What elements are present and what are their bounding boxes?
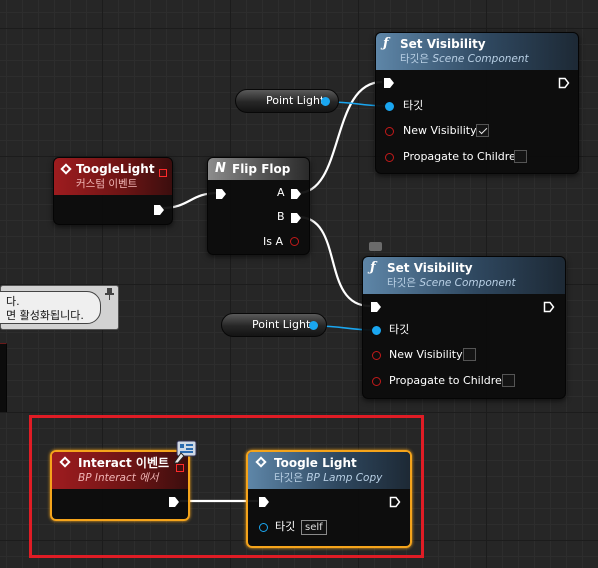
pin-a-label: A <box>277 186 285 199</box>
propagate-pin[interactable] <box>385 153 394 162</box>
node-title: Interact 이벤트 <box>78 456 170 470</box>
event-delegate-pin[interactable] <box>176 464 184 472</box>
is-a-bool-pin[interactable] <box>290 237 299 246</box>
exec-out-pin[interactable] <box>153 204 165 216</box>
function-icon: ƒ <box>383 36 389 51</box>
node-title: ToogleLight <box>76 162 155 176</box>
function-icon: ƒ <box>370 260 376 275</box>
exec-in-pin[interactable] <box>258 496 270 508</box>
variable-label: Point Light <box>252 318 311 331</box>
node-subtitle: 커스텀 이벤트 <box>76 178 138 190</box>
interact-event-node[interactable]: Interact 이벤트 BP Interact 에서 <box>50 450 190 521</box>
new-visibility-label: New Visibility <box>389 348 463 361</box>
node-subtitle: 타깃은 Scene Component <box>387 276 559 290</box>
comment-line-1: 다. <box>6 295 20 308</box>
propagate-pin[interactable] <box>372 377 381 386</box>
variable-out-pin[interactable] <box>309 321 318 330</box>
interface-message-icon <box>173 440 197 464</box>
set-visibility-node-1[interactable]: ƒ Set Visibility 타깃은 Scene Component 타깃 … <box>375 32 579 174</box>
self-default-value[interactable]: self <box>301 520 327 535</box>
propagate-label: Propagate to Children <box>389 374 509 387</box>
node-header: ToogleLight 커스텀 이벤트 <box>54 158 172 195</box>
point-light-variable-1[interactable]: Point Light <box>235 89 339 113</box>
node-subtitle: 타깃은 BP Lamp Copy <box>274 471 404 485</box>
new-visibility-pin[interactable] <box>372 351 381 360</box>
node-title: Flip Flop <box>232 162 291 176</box>
exec-in-pin[interactable] <box>215 188 227 200</box>
variable-out-pin[interactable] <box>321 97 330 106</box>
exec-out-pin[interactable] <box>543 301 555 313</box>
node-header: ƒ Set Visibility 타깃은 Scene Component <box>376 33 578 70</box>
interface-diamond-icon <box>255 456 267 468</box>
node-subtitle: BP Interact 에서 <box>78 472 159 484</box>
new-visibility-checkbox[interactable] <box>463 348 476 361</box>
event-delegate-pin[interactable] <box>159 169 167 177</box>
target-prefix: 타깃은 <box>274 472 303 484</box>
pin-is-a-label: Is A <box>263 235 283 248</box>
node-header: Toogle Light 타깃은 BP Lamp Copy <box>248 452 410 489</box>
comment-bubble: 다. 면 활성화됩니다. <box>0 291 101 324</box>
node-title: Set Visibility <box>387 261 473 275</box>
exec-out-a-pin[interactable] <box>290 188 302 200</box>
target-label: 타깃 <box>403 99 424 112</box>
new-visibility-checkbox[interactable] <box>476 124 489 137</box>
exec-out-pin[interactable] <box>558 77 570 89</box>
target-label: 타깃 <box>389 323 410 336</box>
variable-label: Point Light <box>266 94 325 107</box>
new-visibility-pin[interactable] <box>385 127 394 136</box>
node-title: Set Visibility <box>400 37 486 51</box>
offscreen-node-fragment[interactable] <box>0 343 7 412</box>
target-prefix: 타깃은 <box>400 53 429 65</box>
propagate-label: Propagate to Children <box>403 150 523 163</box>
event-diamond-icon <box>59 456 71 468</box>
exec-in-pin[interactable] <box>370 301 382 313</box>
node-title: Toogle Light <box>274 456 357 470</box>
exec-out-b-pin[interactable] <box>290 212 302 224</box>
exec-wire-a-setvis1 <box>297 80 383 195</box>
comment-line-2: 면 활성화됩니다. <box>6 309 84 322</box>
target-pin[interactable] <box>372 326 381 335</box>
set-visibility-node-2[interactable]: ƒ Set Visibility 타깃은 Scene Component 타깃 … <box>362 256 566 399</box>
exec-wire-b-setvis2 <box>297 215 371 308</box>
new-visibility-label: New Visibility <box>403 124 477 137</box>
event-diamond-icon <box>60 163 72 175</box>
node-header: N Flip Flop <box>208 158 309 180</box>
target-prefix: 타깃은 <box>387 277 416 289</box>
exec-out-pin[interactable] <box>168 496 180 508</box>
highlight-box <box>29 415 424 558</box>
node-header: Interact 이벤트 BP Interact 에서 <box>52 452 188 489</box>
node-subtitle: 타깃은 Scene Component <box>400 52 572 66</box>
propagate-checkbox[interactable] <box>514 150 527 163</box>
custom-event-node[interactable]: ToogleLight 커스텀 이벤트 <box>53 157 173 225</box>
node-header: ƒ Set Visibility 타깃은 Scene Component <box>363 257 565 294</box>
target-class: BP Lamp Copy <box>306 472 383 484</box>
target-pin[interactable] <box>259 523 268 532</box>
target-label: 타깃 <box>275 520 296 533</box>
macro-icon: N <box>215 161 226 176</box>
target-class: Scene Component <box>432 53 529 65</box>
exec-out-pin[interactable] <box>389 496 401 508</box>
node-comment-toggle-icon[interactable] <box>369 242 382 251</box>
exec-in-pin[interactable] <box>383 77 395 89</box>
toogle-light-call-node[interactable]: Toogle Light 타깃은 BP Lamp Copy 타깃 self <box>246 450 412 548</box>
target-class: Scene Component <box>419 277 516 289</box>
point-light-variable-2[interactable]: Point Light <box>221 313 327 337</box>
comment-box[interactable]: 다. 면 활성화됩니다. <box>0 285 119 330</box>
propagate-checkbox[interactable] <box>502 374 515 387</box>
flip-flop-node[interactable]: N Flip Flop A B Is A <box>207 157 310 255</box>
target-pin[interactable] <box>385 102 394 111</box>
pin-b-label: B <box>277 210 285 223</box>
pushpin-icon[interactable] <box>105 288 114 300</box>
